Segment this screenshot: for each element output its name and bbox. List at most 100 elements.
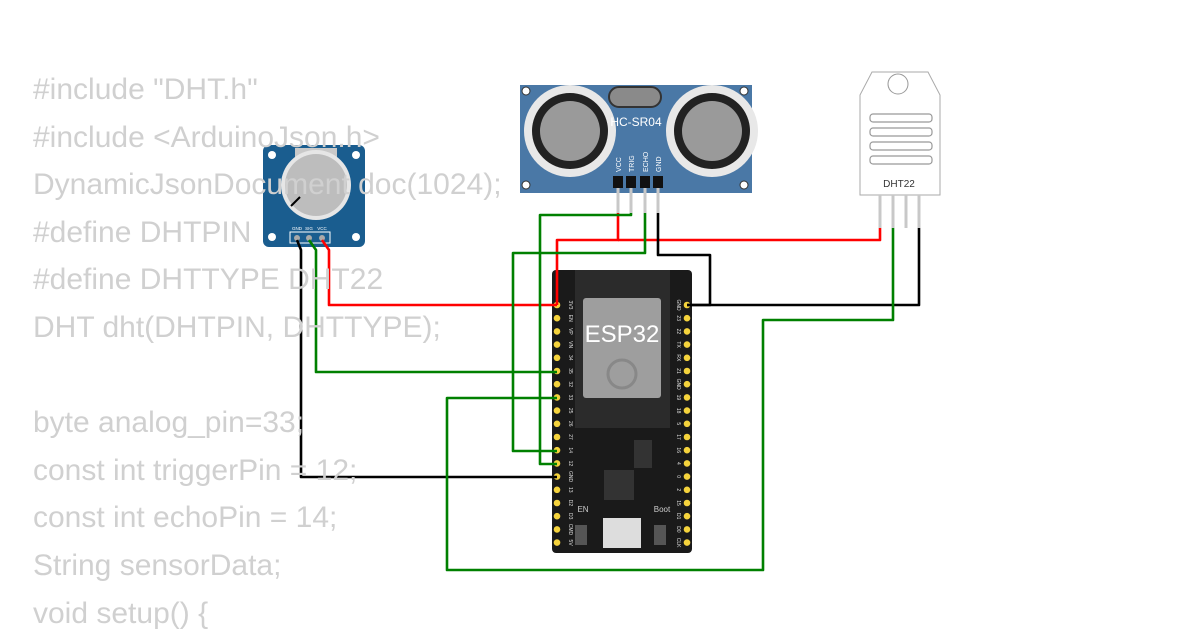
esp32-right-pin[interactable] (683, 367, 691, 375)
esp32-right-pin[interactable] (683, 420, 691, 428)
boot-label: Boot (654, 505, 671, 514)
pot-pin-sig: SIG (305, 226, 313, 231)
esp32-left-pin[interactable] (553, 420, 561, 428)
esp32-label: ESP32 (585, 321, 660, 348)
esp32-right-pin-label: 22 (675, 329, 681, 335)
pot-pin-gnd: GND (292, 226, 303, 231)
esp32-left-pin[interactable] (553, 499, 561, 507)
hc-pin-header (653, 176, 663, 188)
hc-pin-header (613, 176, 623, 188)
hc-pin-label: TRIG (629, 155, 636, 172)
esp32-right-pin-label: 16 (675, 447, 681, 453)
dht22-label: DHT22 (883, 179, 915, 190)
hc-pin-label: ECHO (643, 151, 650, 172)
esp32-left-pin-label: EN (567, 315, 573, 322)
esp32-left-pin-label: D3 (567, 513, 573, 520)
esp32-left-pin[interactable] (553, 526, 561, 533)
esp32-left-pin-label: 3V3 (567, 301, 573, 310)
esp32-right-pin[interactable] (683, 341, 691, 348)
esp32-left-pin[interactable] (553, 341, 561, 348)
esp32-left-pin-label: 14 (567, 447, 573, 453)
esp32-left-pin-label: 33 (567, 395, 573, 401)
esp32-right-pin[interactable] (683, 433, 691, 441)
wire-pot-sig[interactable] (307, 239, 557, 374)
esp32-right-pin-label: CLK (675, 538, 681, 548)
hc-pin-header (640, 176, 650, 188)
wire-hc-vcc[interactable] (555, 213, 620, 305)
esp32-right-pin-label: 19 (675, 395, 681, 401)
esp32-right-pin[interactable] (683, 499, 691, 507)
esp32-left-pin-label: GND (567, 471, 573, 483)
esp32-left-pin[interactable] (553, 486, 561, 494)
wires (295, 213, 921, 572)
esp32-left-pin[interactable] (553, 512, 561, 520)
esp32-left-pin-label: 25 (567, 408, 573, 414)
esp32-right-pin-label: 2 (675, 488, 681, 491)
esp32-right-pin-label: 0 (675, 475, 681, 478)
esp32-right-pin-label: GND (675, 299, 681, 311)
dht22-sensor[interactable]: DHT22 (859, 71, 941, 228)
wire-hc-echo[interactable] (511, 213, 647, 453)
esp32-right-pin[interactable] (683, 526, 691, 533)
esp32-left-pin-label: D2 (567, 500, 573, 507)
esp32-left-pin-label: 12 (567, 461, 573, 467)
esp32-left-pin-label: 32 (567, 381, 573, 387)
esp32-left-pin-label: VN (567, 341, 573, 348)
esp32-right-pin[interactable] (683, 512, 691, 520)
esp32-right-pin-label: 4 (675, 462, 681, 465)
esp32-left-pin[interactable] (553, 433, 561, 441)
esp32-left-pin[interactable] (553, 539, 561, 546)
esp32-left-pin[interactable] (553, 328, 561, 335)
wire-hc-trig[interactable] (538, 213, 633, 466)
esp32-right-pin[interactable] (683, 380, 691, 388)
esp32-right-pin[interactable] (683, 314, 691, 322)
esp32-right-pin-label: D0 (675, 526, 681, 533)
esp32-left-pin-label: 35 (567, 368, 573, 374)
esp32-right-pin-label: 17 (675, 434, 681, 440)
esp32-right-pin[interactable] (683, 407, 691, 414)
hc-pin-label: VCC (616, 157, 623, 172)
pot-pin-vcc: VCC (317, 226, 327, 231)
esp32-left-pin[interactable] (553, 407, 561, 414)
esp32-left-pin-label: 5V (567, 540, 573, 547)
wire-dht-data[interactable] (445, 228, 895, 572)
esp32-right-pin[interactable] (683, 486, 691, 494)
esp32-left-pin[interactable] (553, 314, 561, 322)
esp32-right-pin-label: 18 (675, 408, 681, 414)
esp32-right-pin[interactable] (683, 328, 691, 335)
wire-dht-gnd[interactable] (687, 228, 921, 307)
esp32-right-pin-label: 5 (675, 422, 681, 425)
esp32-left-pin-label: VP (567, 328, 573, 335)
esp32-right-pin[interactable] (683, 446, 691, 454)
esp32-right-pin-label: D1 (675, 513, 681, 520)
wire-pot-gnd[interactable] (295, 239, 557, 479)
esp32-left-pin-label: CMD (567, 524, 573, 536)
hc-sr04-sensor[interactable]: HC-SR04 VCC TRIG ECHO GND (520, 85, 758, 213)
esp32-right-pin[interactable] (683, 394, 691, 401)
esp32-right-pin-label: RX (675, 354, 681, 362)
esp32-right-pin[interactable] (683, 539, 691, 546)
hc-pin-label: GND (656, 156, 663, 172)
wire-dht-vcc[interactable] (618, 228, 882, 242)
esp32-right-pin-label: 15 (675, 500, 681, 506)
esp32-left-pin-label: 34 (567, 355, 573, 361)
hc-pin-header (626, 176, 636, 188)
esp32-right-pin[interactable] (683, 460, 691, 467)
potentiometer[interactable]: GND SIG VCC (263, 145, 365, 247)
esp32-right-pin-label: TX (675, 341, 681, 348)
esp32-left-pin[interactable] (553, 354, 561, 362)
esp32-right-pin[interactable] (683, 473, 691, 480)
esp32-left-pin-label: 27 (567, 434, 573, 440)
esp32-right-pin-label: 23 (675, 315, 681, 321)
esp32-left-pin[interactable] (553, 380, 561, 388)
en-label: EN (577, 505, 588, 514)
esp32-right-pin[interactable] (683, 354, 691, 362)
esp32-right-pin-label: 21 (675, 368, 681, 374)
wire-pot-vcc[interactable] (320, 239, 557, 307)
esp32-left-pin-label: 13 (567, 487, 573, 493)
esp32-left-pin-label: 26 (567, 421, 573, 427)
knob[interactable] (285, 154, 347, 216)
hc-sr04-label: HC-SR04 (610, 115, 662, 129)
